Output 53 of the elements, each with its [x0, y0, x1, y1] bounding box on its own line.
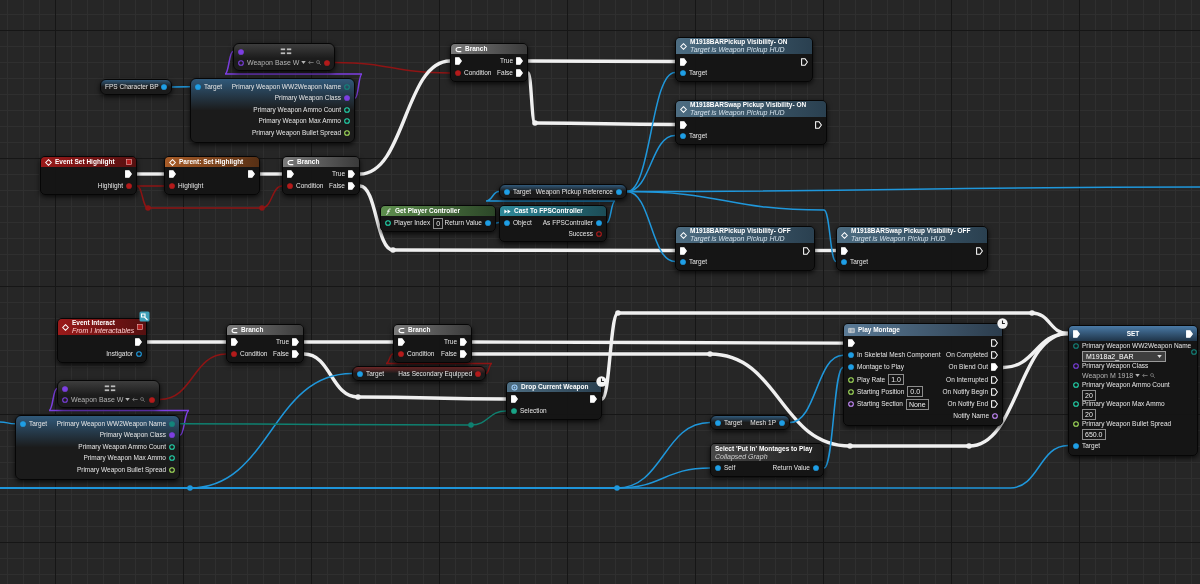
wire [0, 444, 1069, 489]
wire [147, 340, 226, 344]
function-node [380, 205, 496, 232]
wire [159, 353, 227, 401]
function-node [675, 37, 813, 82]
wire [359, 59, 451, 176]
wire [224, 50, 363, 99]
variable-node [352, 366, 486, 381]
wire [526, 72, 675, 127]
wire [495, 221, 500, 224]
wire [600, 311, 1069, 400]
function-node [164, 156, 260, 195]
wire [815, 248, 836, 253]
variable-node [710, 415, 790, 430]
wire [48, 387, 190, 436]
variable-node [499, 184, 627, 199]
getter-node [15, 415, 180, 480]
function-node [675, 100, 827, 145]
branch-node [226, 324, 304, 363]
set-node [1068, 325, 1198, 456]
wire [626, 134, 676, 193]
cast-node [499, 205, 607, 242]
branch-node [450, 43, 528, 82]
function-node [675, 226, 815, 271]
wire [385, 353, 493, 375]
wire [626, 186, 1200, 193]
variable-node [100, 79, 172, 95]
wire [823, 366, 844, 469]
compare-node [233, 43, 335, 71]
compare-node [57, 380, 160, 408]
wire [179, 410, 507, 426]
wire [136, 185, 283, 209]
wire [0, 421, 16, 425]
wire [485, 190, 616, 224]
wire [472, 340, 843, 345]
branch-node [282, 156, 360, 195]
wire [137, 172, 164, 176]
wire [303, 352, 506, 401]
wire [359, 184, 675, 253]
wire [789, 354, 844, 424]
wire [136, 185, 165, 187]
branch-node [393, 324, 472, 363]
getter-node [190, 78, 355, 143]
wire [626, 190, 676, 263]
event-node [40, 156, 137, 195]
wire [171, 86, 191, 88]
wire [1002, 331, 1069, 370]
wire [260, 172, 282, 176]
macro-node [710, 443, 824, 477]
wire [334, 61, 451, 74]
wire [528, 59, 675, 64]
wire [304, 340, 393, 344]
function-node [836, 226, 988, 271]
